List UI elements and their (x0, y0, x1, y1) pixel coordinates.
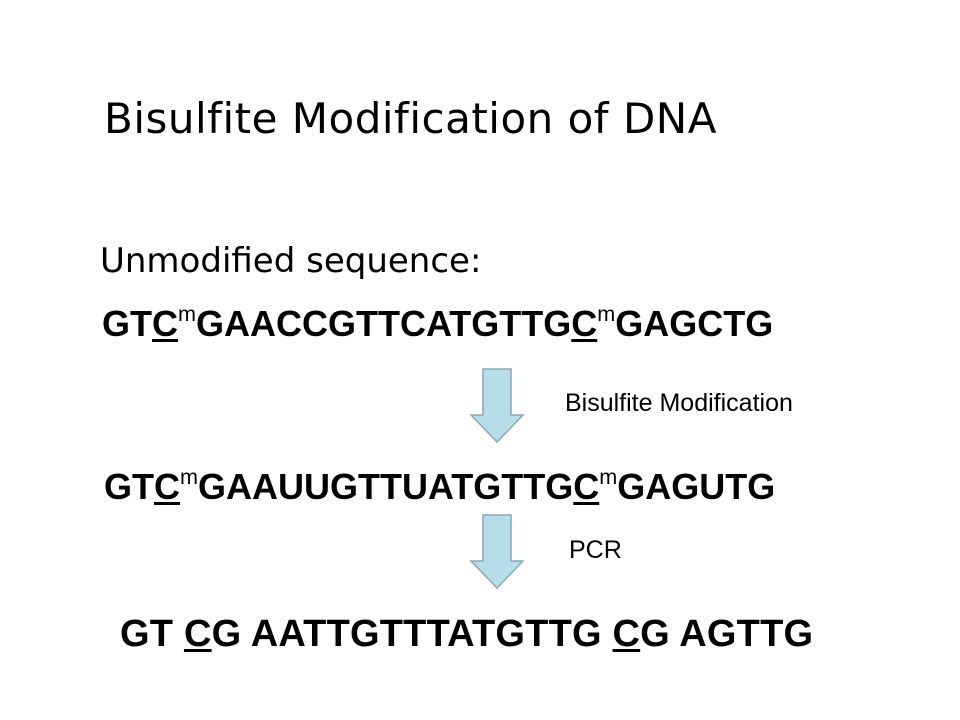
down-arrow-icon (469, 514, 525, 590)
bisulfite-step-label: Bisulfite Modification (565, 389, 793, 417)
seq-segment: G AGTTG (640, 613, 814, 655)
seq-segment: GAACCGTTCATGTTG (196, 303, 572, 344)
methyl-mark: m (597, 300, 616, 326)
seq-segment: GAGCTG (615, 303, 774, 344)
slide-title: Bisulfite Modification of DNA (104, 94, 717, 143)
seq-segment: GT (104, 466, 154, 507)
methyl-mark: m (178, 300, 196, 326)
arrow-shape (469, 368, 525, 444)
seq-segment: GT (120, 613, 184, 655)
modified-sequence: GTCmGAAUUGTTUATGTTGCmGAGUTG (104, 466, 776, 507)
converted-cytosine: C (183, 613, 212, 655)
methylated-cytosine: C (571, 303, 598, 344)
unmodified-sequence-label: Unmodified sequence: (100, 241, 482, 281)
methylated-cytosine: C (152, 303, 178, 344)
unmodified-sequence: GTCmGAACCGTTCATGTTGCmGAGCTG (102, 303, 774, 344)
down-arrow-icon (469, 368, 525, 444)
methylated-cytosine: C (154, 466, 180, 507)
seq-segment: GAGUTG (617, 466, 776, 507)
methyl-mark: m (180, 463, 198, 489)
seq-segment: G AATTGTTTATGTTG (211, 613, 613, 655)
pcr-product-sequence: GT CG AATTGTTTATGTTG CG AGTTG (120, 615, 813, 653)
methylated-cytosine: C (573, 466, 600, 507)
converted-cytosine: C (612, 613, 641, 655)
seq-segment: GT (102, 303, 152, 344)
methyl-mark: m (599, 463, 618, 489)
pcr-step-label: PCR (569, 536, 622, 564)
seq-segment: GAAUUGTTUATGTTG (198, 466, 574, 507)
arrow-shape (469, 514, 525, 590)
